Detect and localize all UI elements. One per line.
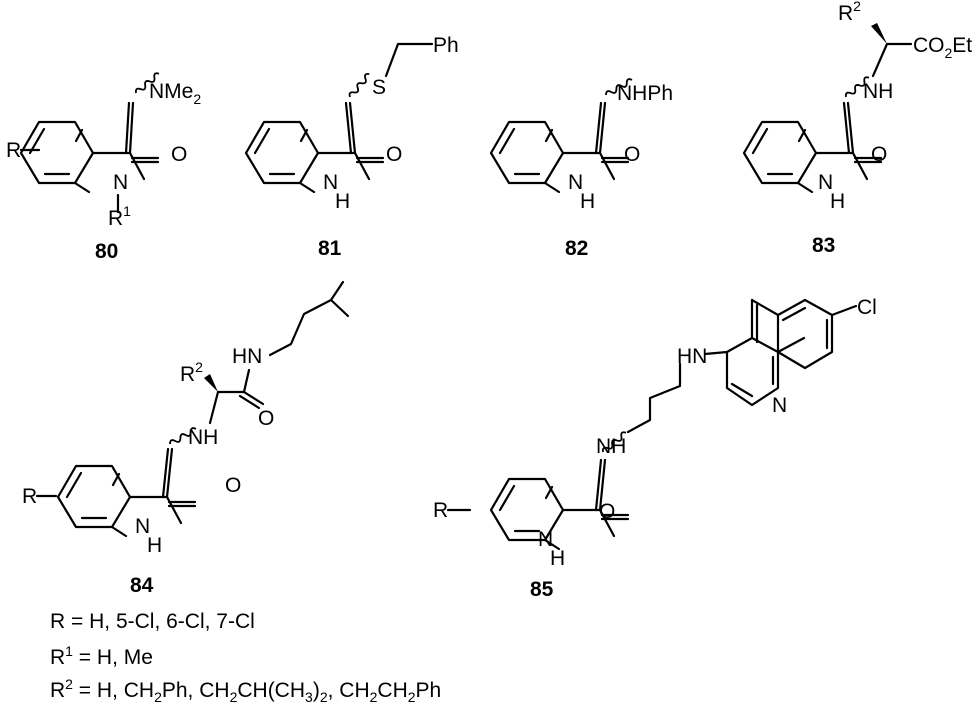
atom-h: H xyxy=(335,190,350,213)
group-nh: NH xyxy=(596,435,626,458)
atom-h: H xyxy=(580,190,595,213)
atom-o: O xyxy=(171,143,187,166)
atom-n: N xyxy=(568,171,583,194)
compound-label: 84 xyxy=(130,574,154,597)
compound-80: NMe2 O N R1 R 80 xyxy=(6,70,201,263)
group-hn: HN xyxy=(232,345,262,368)
atom-o: O xyxy=(386,143,402,166)
substituent-r: R xyxy=(22,485,37,508)
group-nh: NH xyxy=(863,80,893,103)
atom-o: O xyxy=(871,143,887,166)
compound-85: NH HN Cl N O N H R 85 xyxy=(433,296,877,601)
atom-h: H xyxy=(550,547,565,570)
legend-r2: R2 = H, CH2Ph, CH2CH(CH3)2, CH2CH2Ph xyxy=(50,676,442,706)
compound-label: 82 xyxy=(565,237,588,260)
atom-s: S xyxy=(372,76,386,99)
atom-o: O xyxy=(225,474,241,497)
atom-n: N xyxy=(113,171,128,194)
substituent-r: R xyxy=(6,139,21,162)
substituent-r1: R1 xyxy=(108,203,131,230)
group-co2et: CO2Et xyxy=(913,34,972,61)
group-nh: NH xyxy=(188,426,218,449)
atom-o: O xyxy=(599,500,615,523)
compound-81: S Ph O N H 81 xyxy=(244,34,459,260)
compound-82: NHPh O N H 82 xyxy=(489,76,673,260)
atom-n: N xyxy=(135,515,150,538)
atom-h: H xyxy=(830,190,845,213)
compound-83: NH R2 CO2Et O N H 83 xyxy=(742,0,972,257)
atom-n: N xyxy=(818,171,833,194)
substituent-r2: R2 xyxy=(838,0,861,25)
legend-r: R = H, 5-Cl, 6-Cl, 7-Cl xyxy=(50,610,255,633)
atom-n: N xyxy=(538,528,553,551)
compound-label: 85 xyxy=(530,578,554,601)
substituent-r: R xyxy=(433,499,448,522)
atom-cl: Cl xyxy=(857,296,877,319)
atom-n: N xyxy=(772,394,787,417)
group-ph: Ph xyxy=(433,34,459,57)
atom-n: N xyxy=(323,171,338,194)
atom-o: O xyxy=(624,143,640,166)
compound-84: NH R2 O HN O N H R 84 xyxy=(22,280,350,597)
compound-label: 83 xyxy=(812,234,835,257)
legend-r1: R1 = H, Me xyxy=(50,643,153,669)
group-hn: HN xyxy=(677,345,707,368)
compound-label: 80 xyxy=(95,240,118,263)
compound-label: 81 xyxy=(318,237,342,260)
atom-n: NMe2 xyxy=(149,80,201,107)
atom-h: H xyxy=(147,534,162,557)
group-nhph: NHPh xyxy=(617,82,673,105)
substituent-r2: R2 xyxy=(180,359,203,386)
atom-o: O xyxy=(258,407,274,430)
